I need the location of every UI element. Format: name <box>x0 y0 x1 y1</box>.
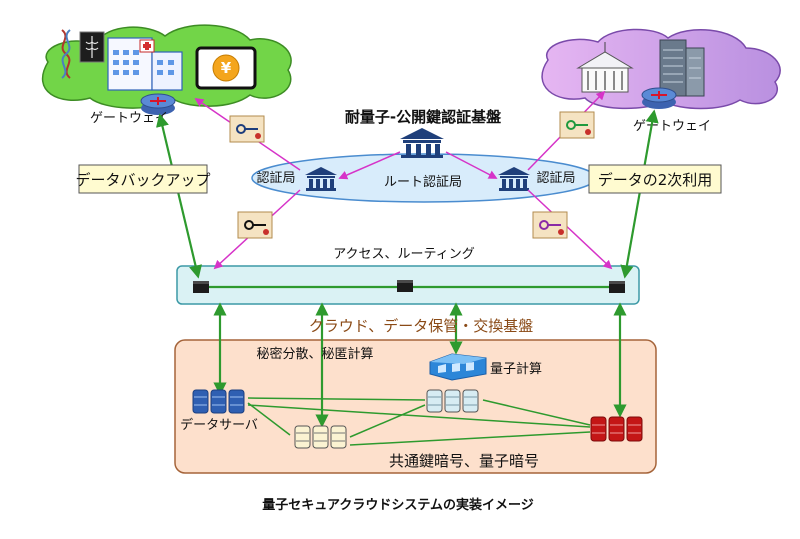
left-gateway-label: ゲートウェイ <box>90 111 168 126</box>
yen-symbol: ¥ <box>221 59 232 77</box>
data-links <box>156 109 659 428</box>
secret-sharing-label: 秘密分散、秘匿計算 <box>256 346 373 362</box>
quantum-compute-label: 量子計算 <box>490 361 542 377</box>
tablet-icon: ¥ <box>195 46 257 90</box>
secondary-use-callout: データの2次利用 <box>588 164 722 194</box>
network-switch-right <box>609 281 625 293</box>
data-server-red <box>590 416 643 442</box>
data-server-beige <box>294 425 347 449</box>
backup-callout: データバックアップ <box>75 164 211 194</box>
data-server-label: データサーバ <box>180 417 258 433</box>
left-router-icon <box>140 93 176 115</box>
certificate-icon-bottom-right <box>532 211 568 239</box>
secondary-use-callout-label: データの2次利用 <box>598 171 713 189</box>
root-ca-icon <box>400 128 444 158</box>
quantum-computer-icon <box>429 353 487 381</box>
left-ca-label: 認証局 <box>256 170 295 186</box>
cloud-platform-title: クラウド、データ保管・交換基盤 <box>309 317 533 335</box>
right-ca-icon <box>498 167 530 191</box>
left-ca-icon <box>305 167 337 191</box>
xray-icon <box>79 31 105 63</box>
network-label: アクセス、ルーティング <box>333 247 475 262</box>
right-ca-label: 認証局 <box>536 170 575 186</box>
right-gateway-label: ゲートウェイ <box>633 119 711 134</box>
crypto-label: 共通鍵暗号、量子暗号 <box>389 452 539 470</box>
data-server-lightblue <box>426 389 479 413</box>
server-mesh-links <box>247 397 591 446</box>
root-ca-label: ルート認証局 <box>384 174 462 190</box>
figure-caption: 量子セキュアクラウドシステムの実装イメージ <box>262 497 533 513</box>
hospital-icon <box>107 37 183 91</box>
pki-title: 耐量子-公開鍵認証基盤 <box>345 108 502 126</box>
network-switch-left <box>193 281 209 293</box>
certificate-icon-top-left <box>229 115 265 143</box>
right-router-icon <box>641 87 677 109</box>
network-switch-center <box>397 280 413 292</box>
certificate-icon-bottom-left <box>237 211 273 239</box>
certificate-icon-top-right <box>559 111 595 139</box>
dna-icon <box>61 29 71 79</box>
backup-callout-label: データバックアップ <box>75 171 210 189</box>
data-server-blue <box>192 389 245 414</box>
office-tower-icon <box>659 39 705 97</box>
